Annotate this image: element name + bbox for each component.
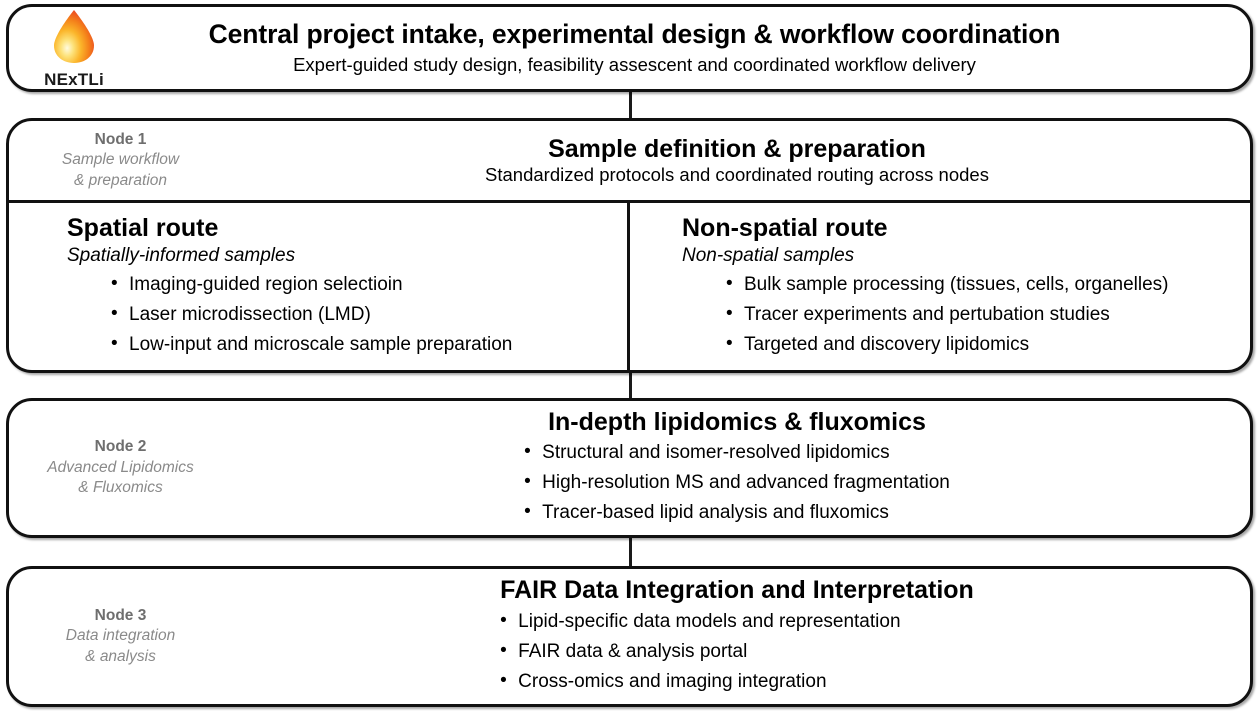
connector-node1-to-node2 [629, 370, 632, 400]
list-item: Laser microdissection (LMD) [111, 299, 627, 330]
node1-header-row: Node 1 Sample workflow & preparation Sam… [9, 121, 1250, 203]
non-spatial-route-list: Bulk sample processing (tissues, cells, … [682, 269, 1250, 360]
node3-tag-desc-line1: Data integration [65, 627, 176, 645]
list-item: Bulk sample processing (tissues, cells, … [726, 269, 1250, 300]
node3-tag-name: Node 3 [94, 606, 147, 624]
connector-header-to-node1 [629, 88, 632, 118]
non-spatial-route-title: Non-spatial route [682, 214, 888, 242]
header-title: Central project intake, experimental des… [208, 19, 1061, 50]
node2-box: Node 2 Advanced Lipidomics & Fluxomics I… [6, 398, 1253, 538]
list-item: Cross-omics and imaging integration [500, 666, 974, 697]
node3-content: FAIR Data Integration and Interpretation… [232, 576, 1250, 697]
list-item: Tracer experiments and pertubation studi… [726, 299, 1250, 330]
node1-tag-desc-line1: Sample workflow [61, 151, 180, 169]
node3-list: Lipid-specific data models and represent… [500, 606, 974, 697]
routes-row: Spatial route Spatially-informed samples… [9, 203, 1250, 370]
header-subtitle: Expert-guided study design, feasibility … [293, 53, 976, 75]
node2-tag: Node 2 Advanced Lipidomics & Fluxomics [9, 437, 232, 498]
node1-tag-desc-line2: & preparation [73, 171, 168, 189]
list-item: High-resolution MS and advanced fragment… [524, 467, 950, 498]
list-item: Imaging-guided region selectioin [111, 269, 627, 300]
node1-tag: Node 1 Sample workflow & preparation [9, 130, 232, 191]
spatial-route-subtitle: Spatially-informed samples [67, 244, 296, 266]
node1-box: Node 1 Sample workflow & preparation Sam… [6, 118, 1253, 373]
logo: NExTLi [9, 6, 139, 90]
node2-tag-name: Node 2 [94, 438, 147, 456]
node2-tag-desc-line1: Advanced Lipidomics [47, 458, 194, 476]
list-item: Targeted and discovery lipidomics [726, 329, 1250, 360]
node2-list: Structural and isomer-resolved lipidomic… [524, 437, 950, 528]
spatial-route-panel: Spatial route Spatially-informed samples… [9, 203, 630, 370]
list-item: FAIR data & analysis portal [500, 636, 974, 667]
node1-title-block: Sample definition & preparation Standard… [232, 135, 1250, 187]
node1-title: Sample definition & preparation [548, 134, 926, 163]
logo-text: NExTLi [44, 70, 104, 89]
node3-title: FAIR Data Integration and Interpretation [500, 576, 974, 605]
node2-title: In-depth lipidomics & fluxomics [548, 407, 926, 436]
droplet-icon [48, 8, 100, 69]
list-item: Lipid-specific data models and represent… [500, 606, 974, 637]
node3-tag-desc-line2: & analysis [85, 647, 156, 665]
node2-content: In-depth lipidomics & fluxomics Structur… [232, 408, 1250, 529]
node2-tag-desc-line2: & Fluxomics [78, 479, 163, 497]
node3-box: Node 3 Data integration & analysis FAIR … [6, 566, 1253, 707]
non-spatial-route-panel: Non-spatial route Non-spatial samples Bu… [630, 203, 1250, 370]
node1-tag-name: Node 1 [94, 130, 147, 148]
connector-node2-to-node3 [629, 538, 632, 568]
node3-tag: Node 3 Data integration & analysis [9, 606, 232, 667]
non-spatial-route-subtitle: Non-spatial samples [682, 244, 855, 266]
list-item: Low-input and microscale sample preparat… [111, 329, 627, 360]
list-item: Structural and isomer-resolved lipidomic… [524, 437, 950, 468]
node1-subtitle: Standardized protocols and coordinated r… [485, 163, 989, 185]
header-box: NExTLi Central project intake, experimen… [6, 4, 1253, 92]
list-item: Tracer-based lipid analysis and fluxomic… [524, 497, 950, 528]
header-text-block: Central project intake, experimental des… [139, 20, 1250, 75]
spatial-route-list: Imaging-guided region selectioin Laser m… [67, 269, 627, 360]
spatial-route-title: Spatial route [67, 214, 219, 242]
